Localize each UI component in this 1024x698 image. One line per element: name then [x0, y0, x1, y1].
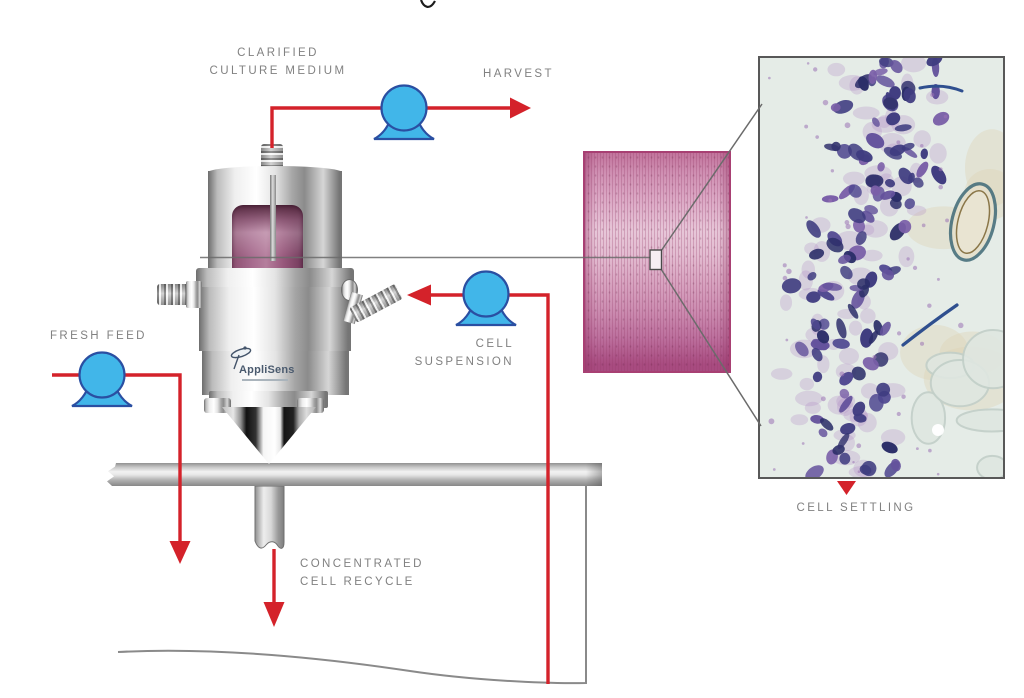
applisens-tagline-rule: [242, 379, 288, 381]
callout-line-lower: [660, 268, 762, 427]
harvest-pump-icon: [372, 84, 436, 141]
cropped-text-fragment: [419, 0, 436, 8]
cell-settling-micrograph: [758, 56, 1005, 479]
clarified-culture-medium-label: CLARIFIED CULTURE MEDIUM: [210, 44, 347, 80]
concentrated-cell-recycle-label: CONCENTRATED CELL RECYCLE: [300, 555, 424, 591]
vessel-mid-cylinder: [199, 287, 351, 351]
fresh-feed-pump-icon: [70, 351, 134, 408]
left-port-barb: [157, 284, 190, 305]
recycle-label-line1: CONCENTRATED: [300, 558, 424, 570]
clarified-label-line1: CLARIFIED: [237, 47, 319, 59]
cell-suspension-arrowhead-icon: [407, 284, 431, 306]
callout-box: [649, 249, 663, 271]
applisens-logo-icon: [230, 346, 252, 370]
recycle-label-line2: CELL RECYCLE: [300, 576, 415, 588]
clarified-label-line2: CULTURE MEDIUM: [209, 65, 347, 77]
left-port-collar: [186, 281, 202, 308]
vessel-lower-cylinder: [202, 351, 349, 395]
vessel-flange: [196, 268, 354, 287]
applisens-brand-text: AppliSens: [239, 364, 295, 376]
internal-tube: [270, 175, 276, 261]
recycle-arrowhead-icon: [263, 602, 285, 627]
callout-line-upper: [660, 103, 763, 252]
bioreactor-outline-line: [117, 486, 587, 685]
applisens-logo: AppliSens: [224, 345, 310, 387]
cell-settling-label: CELL SETTLING: [796, 502, 916, 514]
cell-suspension-pump-icon: [454, 270, 518, 327]
top-port-barb: [261, 144, 283, 170]
cell-suspension-label-line2: SUSPENSION: [414, 356, 514, 368]
headplate: [107, 463, 602, 486]
fresh-feed-label: FRESH FEED: [50, 330, 147, 342]
micrograph-cells: [760, 58, 1003, 477]
cell-suspension-label: CELL SUSPENSION: [415, 335, 514, 371]
harvest-arrowhead-icon: [510, 97, 531, 119]
harvest-label: HARVEST: [483, 68, 554, 80]
cell-suspension-label-line1: CELL: [475, 338, 514, 350]
recycle-tube: [254, 486, 285, 549]
cell-suspension-flow-line: [430, 293, 550, 684]
cone-outlet: [222, 407, 316, 464]
cell-settling-marker-icon: [837, 481, 856, 495]
harvest-flow-line: [270, 106, 510, 148]
fresh-feed-arrowhead-icon: [169, 541, 191, 564]
